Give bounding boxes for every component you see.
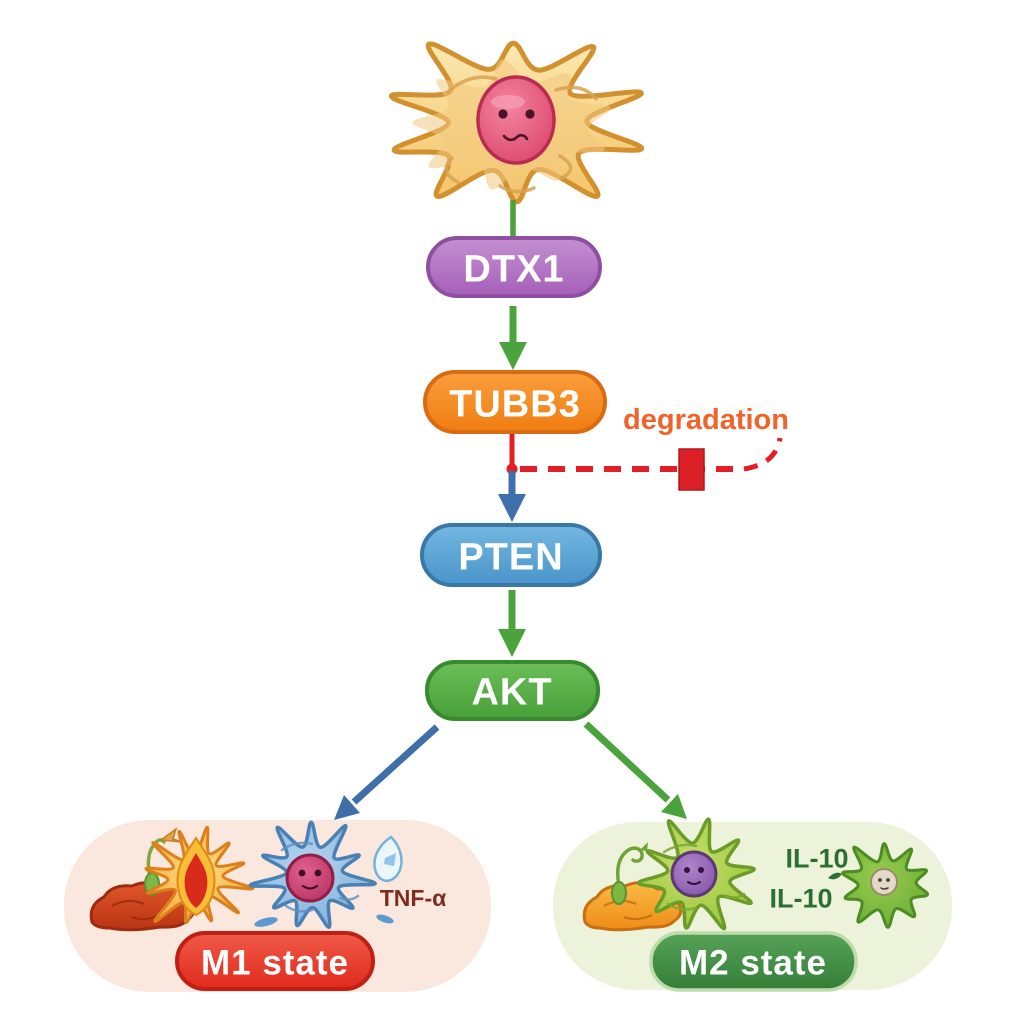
edge-akt-to-m1: [334, 724, 440, 820]
m2-small-nucleus: [870, 868, 898, 896]
nucleus-face-icon: [498, 109, 535, 142]
edge-tubb3-to-pten: [498, 471, 526, 522]
m1-nucleus: [285, 853, 335, 903]
m1-state-label: M1 state: [201, 943, 349, 982]
macrophage-texture: [444, 75, 598, 194]
m2-nucleus: [670, 850, 718, 898]
m2-state-pill: M2 state: [649, 931, 858, 992]
m2-nucleus-face-icon: [684, 867, 704, 885]
nucleus-highlight: [491, 95, 525, 109]
node-dtx1-label: DTX1: [463, 248, 564, 290]
edge-pten-to-akt: [498, 590, 526, 657]
arrowhead-green-icon: [661, 794, 687, 819]
edge-akt-to-m2: [583, 721, 687, 819]
m2-macrophage-icon: [636, 817, 756, 931]
arrowhead-blue-icon: [498, 494, 526, 522]
node-dtx1: DTX1: [426, 236, 602, 298]
m2-state-label: M2 state: [679, 943, 827, 982]
flame-inner-icon: [184, 853, 208, 908]
node-akt: AKT: [425, 660, 600, 721]
m1-state-pill: M1 state: [175, 931, 375, 991]
green-sprout-icon: [611, 842, 648, 905]
degradation-block-icon: [678, 448, 705, 491]
arrowhead-green-icon: [499, 342, 527, 370]
m2-small-cell-icon: [841, 842, 929, 929]
edge-dtx1-to-tubb3: [499, 306, 527, 370]
arrowhead-blue-icon: [334, 795, 360, 820]
il10-label-2: IL-10: [769, 883, 832, 913]
cytokine-droplet-icon: [373, 835, 403, 882]
node-tubb3-label: TUBB3: [449, 383, 581, 425]
m1-panel: TNF-α M1 state: [64, 820, 491, 992]
degradation-inhibition: degradation: [506, 404, 789, 491]
macrophage-cell-icon: [388, 40, 645, 205]
tnf-alpha-label: TNF-α: [380, 885, 447, 911]
node-pten-label: PTEN: [458, 536, 563, 578]
macrophage-nucleus: [476, 75, 556, 165]
node-pten: PTEN: [420, 523, 602, 587]
m2-panel: IL-10 IL-10 M2 state: [553, 817, 952, 992]
cell-debris-icon: [254, 917, 278, 927]
degradation-label: degradation: [623, 404, 789, 436]
il10-label-1: IL-10: [785, 843, 848, 873]
dashed-curve-icon: [743, 437, 783, 472]
cell-debris-icon: [376, 914, 394, 924]
node-akt-label: AKT: [471, 671, 552, 713]
arrowhead-green-icon: [498, 629, 526, 657]
leaf-icon: [828, 872, 842, 880]
flame-macrophage-icon: [144, 825, 255, 925]
node-tubb3: TUBB3: [423, 370, 607, 434]
m1-macrophage-icon: [248, 820, 394, 929]
m1-nucleus-face-icon: [298, 869, 322, 890]
wilted-sprout-icon: [144, 827, 183, 896]
